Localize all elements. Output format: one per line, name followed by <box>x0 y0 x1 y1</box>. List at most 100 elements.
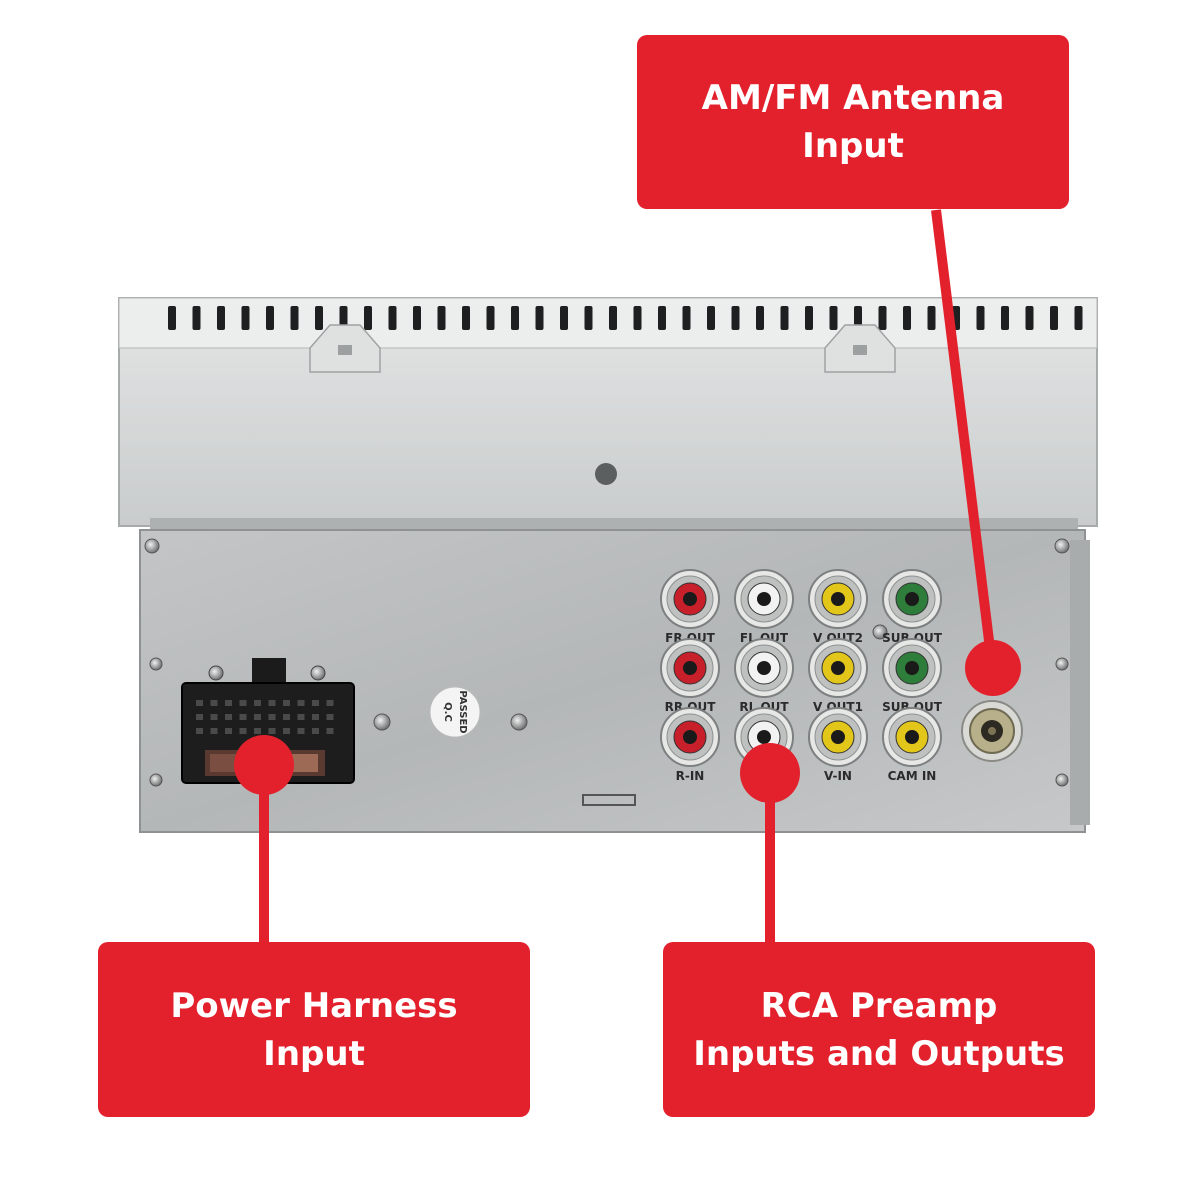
rca-jack-center <box>831 661 845 675</box>
rca-jack-center <box>831 730 845 744</box>
vent-slot <box>315 306 323 330</box>
vent-slot <box>535 306 544 330</box>
connector-pin <box>225 728 232 734</box>
vent-slot <box>339 306 348 330</box>
vent-slot <box>927 306 936 330</box>
vent-slot <box>1050 306 1058 330</box>
connector-pin <box>239 728 247 734</box>
vent-slot <box>829 306 838 330</box>
connector-pin <box>326 700 334 706</box>
connector-pin <box>283 728 290 734</box>
rca-jack[interactable]: V OUT1 <box>808 638 868 714</box>
rca-jack-center <box>905 661 919 675</box>
connector-pin <box>210 714 218 720</box>
rca-jack[interactable]: FR OUT <box>660 569 720 645</box>
connector-pin <box>196 714 203 720</box>
rca-jack[interactable]: CAM IN <box>882 707 942 783</box>
vent-slot <box>805 306 813 330</box>
leader-antenna <box>931 209 1021 696</box>
vent-slot <box>266 306 274 330</box>
vent-slots <box>168 306 1083 330</box>
rca-jack-center <box>683 730 697 744</box>
rca-jack-center <box>757 661 771 675</box>
vent-slot <box>878 306 887 330</box>
callout-antenna: AM/FM Antenna Input <box>637 35 1069 209</box>
connector-pin <box>210 700 218 706</box>
connector-pin <box>268 728 276 734</box>
callout-rca-line1: RCA Preamp <box>760 985 998 1026</box>
vent-slot <box>609 306 617 330</box>
rca-jack[interactable]: SUB OUT <box>882 638 943 714</box>
rca-jack[interactable]: RL OUT <box>734 638 794 714</box>
vent-slot <box>437 306 446 330</box>
connector-pin <box>210 728 218 734</box>
vent-slot <box>1025 306 1034 330</box>
connector-pin <box>283 700 290 706</box>
callout-power-line2: Input <box>263 1033 365 1074</box>
vent-slot <box>682 306 691 330</box>
connector-pin <box>312 714 319 720</box>
vent-slot <box>780 306 789 330</box>
vent-slot <box>584 306 593 330</box>
vent-slot <box>413 306 421 330</box>
qc-passed-sticker: PASSED Q.C <box>429 686 481 738</box>
vent-slot <box>486 306 495 330</box>
rca-jack-label: R-IN <box>676 769 705 783</box>
rca-jack[interactable]: RR OUT <box>660 638 720 714</box>
mount-hole <box>595 463 617 485</box>
rca-jack-center <box>683 592 697 606</box>
vent-slot <box>462 306 470 330</box>
vent-slot <box>192 306 201 330</box>
connector-pins <box>196 700 334 734</box>
vent-slot <box>388 306 397 330</box>
rca-jack[interactable]: V OUT2 <box>808 569 868 645</box>
connector-pin <box>239 700 247 706</box>
rca-jack-label: SUB OUT <box>882 631 943 645</box>
panel-screws <box>144 538 1070 787</box>
connector-pin <box>283 714 290 720</box>
connector-pin <box>254 728 261 734</box>
callout-rca-line2: Inputs and Outputs <box>693 1033 1065 1074</box>
antenna-jack[interactable] <box>961 700 1023 762</box>
stamp-line2: Q.C <box>442 702 453 722</box>
connector-pin <box>312 700 319 706</box>
vent-slot <box>364 306 372 330</box>
callout-power: Power Harness Input <box>98 942 530 1117</box>
callout-antenna-line1: AM/FM Antenna <box>701 78 1005 118</box>
connector-pin <box>326 714 334 720</box>
vent-slot <box>854 306 862 330</box>
connector-pin <box>196 728 203 734</box>
vent-slot <box>217 306 225 330</box>
vent-slot <box>1074 306 1083 330</box>
rca-jack-label: V-IN <box>824 769 852 783</box>
rca-jack[interactable]: R-IN <box>660 707 720 783</box>
rca-jack-center <box>683 661 697 675</box>
connector-pin <box>254 714 261 720</box>
bracket-mark <box>582 794 636 806</box>
vent-slot <box>756 306 764 330</box>
vent-slot <box>731 306 740 330</box>
connector-pin <box>225 714 232 720</box>
connector-pin <box>297 700 305 706</box>
leader-rca <box>740 743 800 944</box>
leader-power <box>234 735 294 944</box>
vent-slot <box>241 306 250 330</box>
connector-pin <box>268 700 276 706</box>
connector-pin <box>254 700 261 706</box>
connector-pin <box>225 700 232 706</box>
callout-rca: RCA Preamp Inputs and Outputs <box>663 942 1095 1117</box>
rca-jack[interactable]: SUB OUT <box>882 569 943 645</box>
vent-slot <box>290 306 299 330</box>
rca-jack-panel: FR OUTFL OUTV OUT2SUB OUTRR OUTRL OUTV O… <box>660 569 943 783</box>
vent-slot <box>560 306 568 330</box>
connector-pin <box>326 728 334 734</box>
rca-jack-center <box>757 592 771 606</box>
vent-slot <box>1001 306 1009 330</box>
rca-jack-label: CAM IN <box>888 769 937 783</box>
rca-jack[interactable]: FL OUT <box>734 569 794 645</box>
rca-jack-center <box>905 730 919 744</box>
vent-slot <box>511 306 519 330</box>
rca-jack-center <box>905 592 919 606</box>
rca-jack[interactable]: V-IN <box>808 707 868 783</box>
rca-jack-center <box>831 592 845 606</box>
